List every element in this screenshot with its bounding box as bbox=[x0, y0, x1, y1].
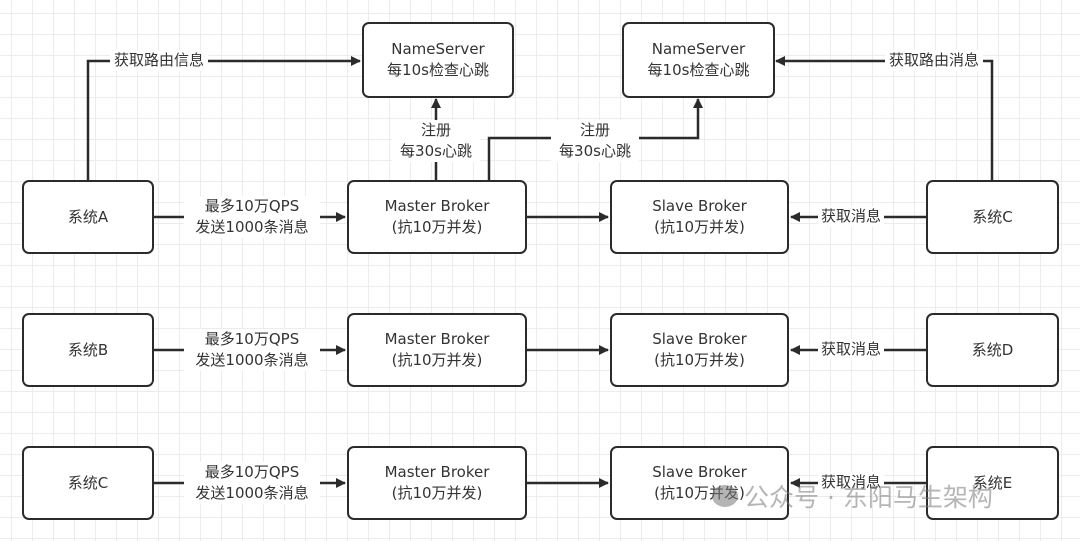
consume-label: 获取消息 bbox=[818, 206, 885, 227]
nameserver-subtitle: 每10s检查心跳 bbox=[387, 61, 489, 79]
nameserver-title: NameServer bbox=[651, 40, 746, 58]
routing-label-left: 获取路由信息 bbox=[110, 50, 209, 71]
send-label-line2: 发送1000条消息 bbox=[195, 351, 309, 369]
master-broker-subtitle: (抗10万并发) bbox=[391, 484, 483, 502]
routing-connector-left bbox=[86, 56, 361, 180]
master-broker-box[interactable]: Master Broker (抗10万并发) bbox=[347, 313, 527, 387]
slave-broker-box[interactable]: Slave Broker (抗10万并发) bbox=[610, 313, 789, 387]
send-label-line1: 最多10万QPS bbox=[204, 197, 300, 215]
watermark: 公众号 · 东阳马生架构 bbox=[712, 478, 993, 514]
slave-broker-box[interactable]: Slave Broker (抗10万并发) bbox=[610, 446, 789, 520]
master-broker-title: Master Broker bbox=[384, 197, 490, 215]
nameserver-title: NameServer bbox=[391, 40, 485, 58]
slave-broker-box[interactable]: Slave Broker (抗10万并发) bbox=[610, 180, 789, 254]
consumer-label: 系统C bbox=[972, 207, 1013, 226]
register-label-2: 注册 每30s心跳 bbox=[551, 120, 639, 162]
register-label-1: 注册 每30s心跳 bbox=[392, 120, 480, 162]
master-broker-box[interactable]: Master Broker (抗10万并发) bbox=[347, 180, 527, 254]
consumer-label: 系统D bbox=[971, 340, 1014, 359]
register-label-line2: 每30s心跳 bbox=[400, 142, 472, 160]
wechat-icon bbox=[712, 485, 738, 507]
register-label-line1: 注册 bbox=[579, 121, 610, 139]
send-label: 最多10万QPS 发送1000条消息 bbox=[184, 462, 320, 504]
send-label-line2: 发送1000条消息 bbox=[195, 484, 309, 502]
routing-label-right: 获取路由消息 bbox=[885, 50, 984, 71]
nameserver-subtitle: 每10s检查心跳 bbox=[647, 61, 750, 79]
slave-broker-subtitle: (抗10万并发) bbox=[654, 351, 745, 369]
master-broker-subtitle: (抗10万并发) bbox=[391, 351, 483, 369]
producer-label: 系统A bbox=[67, 207, 109, 226]
routing-connector-right bbox=[775, 56, 994, 180]
register-label-line1: 注册 bbox=[420, 121, 451, 139]
slave-broker-title: Slave Broker bbox=[652, 463, 747, 481]
producer-label: 系统C bbox=[67, 473, 109, 492]
producer-box[interactable]: 系统A bbox=[22, 180, 154, 254]
send-label: 最多10万QPS 发送1000条消息 bbox=[184, 196, 320, 238]
master-broker-box[interactable]: Master Broker (抗10万并发) bbox=[347, 446, 527, 520]
send-label: 最多10万QPS 发送1000条消息 bbox=[184, 329, 320, 371]
producer-label: 系统B bbox=[67, 340, 109, 359]
register-label-line2: 每30s心跳 bbox=[559, 142, 631, 160]
master-broker-title: Master Broker bbox=[384, 330, 490, 348]
consume-label: 获取消息 bbox=[818, 339, 885, 360]
slave-broker-title: Slave Broker bbox=[652, 330, 747, 348]
consumer-box[interactable]: 系统C bbox=[926, 180, 1059, 254]
watermark-text: 公众号 · 东阳马生架构 bbox=[744, 483, 993, 512]
consumer-box[interactable]: 系统E bbox=[926, 446, 1059, 520]
send-label-line2: 发送1000条消息 bbox=[195, 218, 309, 236]
consumer-box[interactable]: 系统D bbox=[926, 313, 1059, 387]
producer-box[interactable]: 系统B bbox=[22, 313, 154, 387]
nameserver-box-2[interactable]: NameServer 每10s检查心跳 bbox=[622, 22, 775, 98]
producer-box[interactable]: 系统C bbox=[22, 446, 154, 520]
slave-broker-subtitle: (抗10万并发) bbox=[654, 218, 745, 236]
master-broker-title: Master Broker bbox=[384, 463, 490, 481]
send-label-line1: 最多10万QPS bbox=[204, 330, 300, 348]
slave-broker-title: Slave Broker bbox=[652, 197, 747, 215]
consumer-label: 系统E bbox=[972, 473, 1013, 492]
consume-label: 获取消息 bbox=[818, 472, 885, 493]
send-label-line1: 最多10万QPS bbox=[204, 463, 300, 481]
master-broker-subtitle: (抗10万并发) bbox=[391, 218, 483, 236]
nameserver-box-1[interactable]: NameServer 每10s检查心跳 bbox=[362, 22, 514, 98]
